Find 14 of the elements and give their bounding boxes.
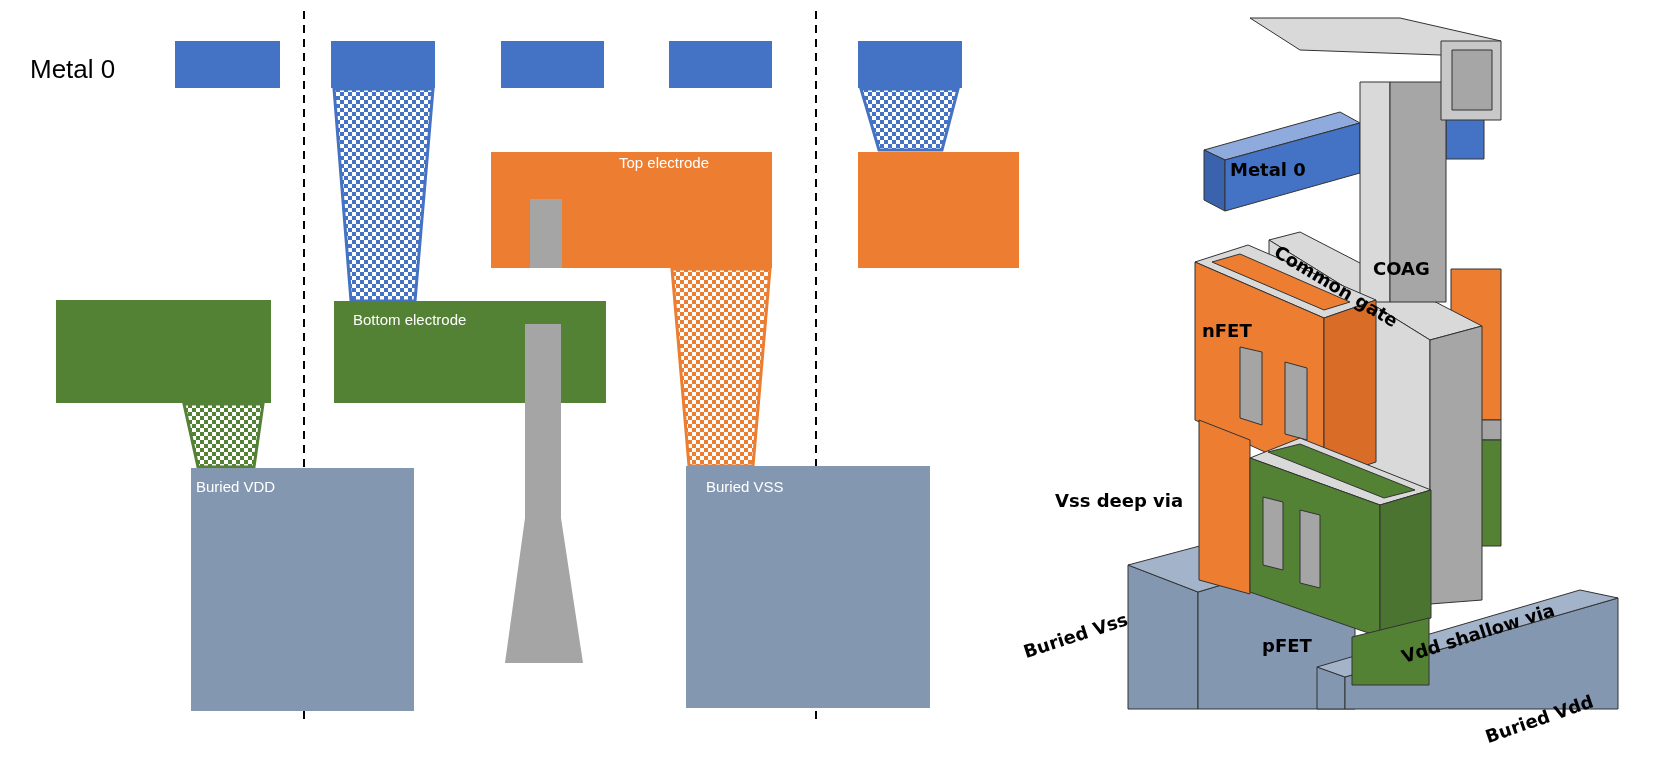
buried-rail-block [191, 468, 414, 711]
block-label: Top electrode [619, 154, 710, 171]
part-label: nFET [1202, 319, 1252, 341]
block-label: Bottom electrode [353, 311, 467, 328]
part-label: Metal 0 [30, 53, 116, 85]
part-label: pFET [1262, 634, 1312, 656]
part-label: COAG [1373, 257, 1430, 279]
part-label: Vss deep via [1055, 489, 1184, 511]
block-label: Buried VSS [706, 478, 784, 495]
electrode-block [491, 152, 772, 268]
block-label: Buried VDD [196, 478, 276, 495]
part-label: Metal 0 [1230, 158, 1306, 180]
buried-rail-block [686, 466, 930, 708]
electrode-block [334, 301, 606, 403]
